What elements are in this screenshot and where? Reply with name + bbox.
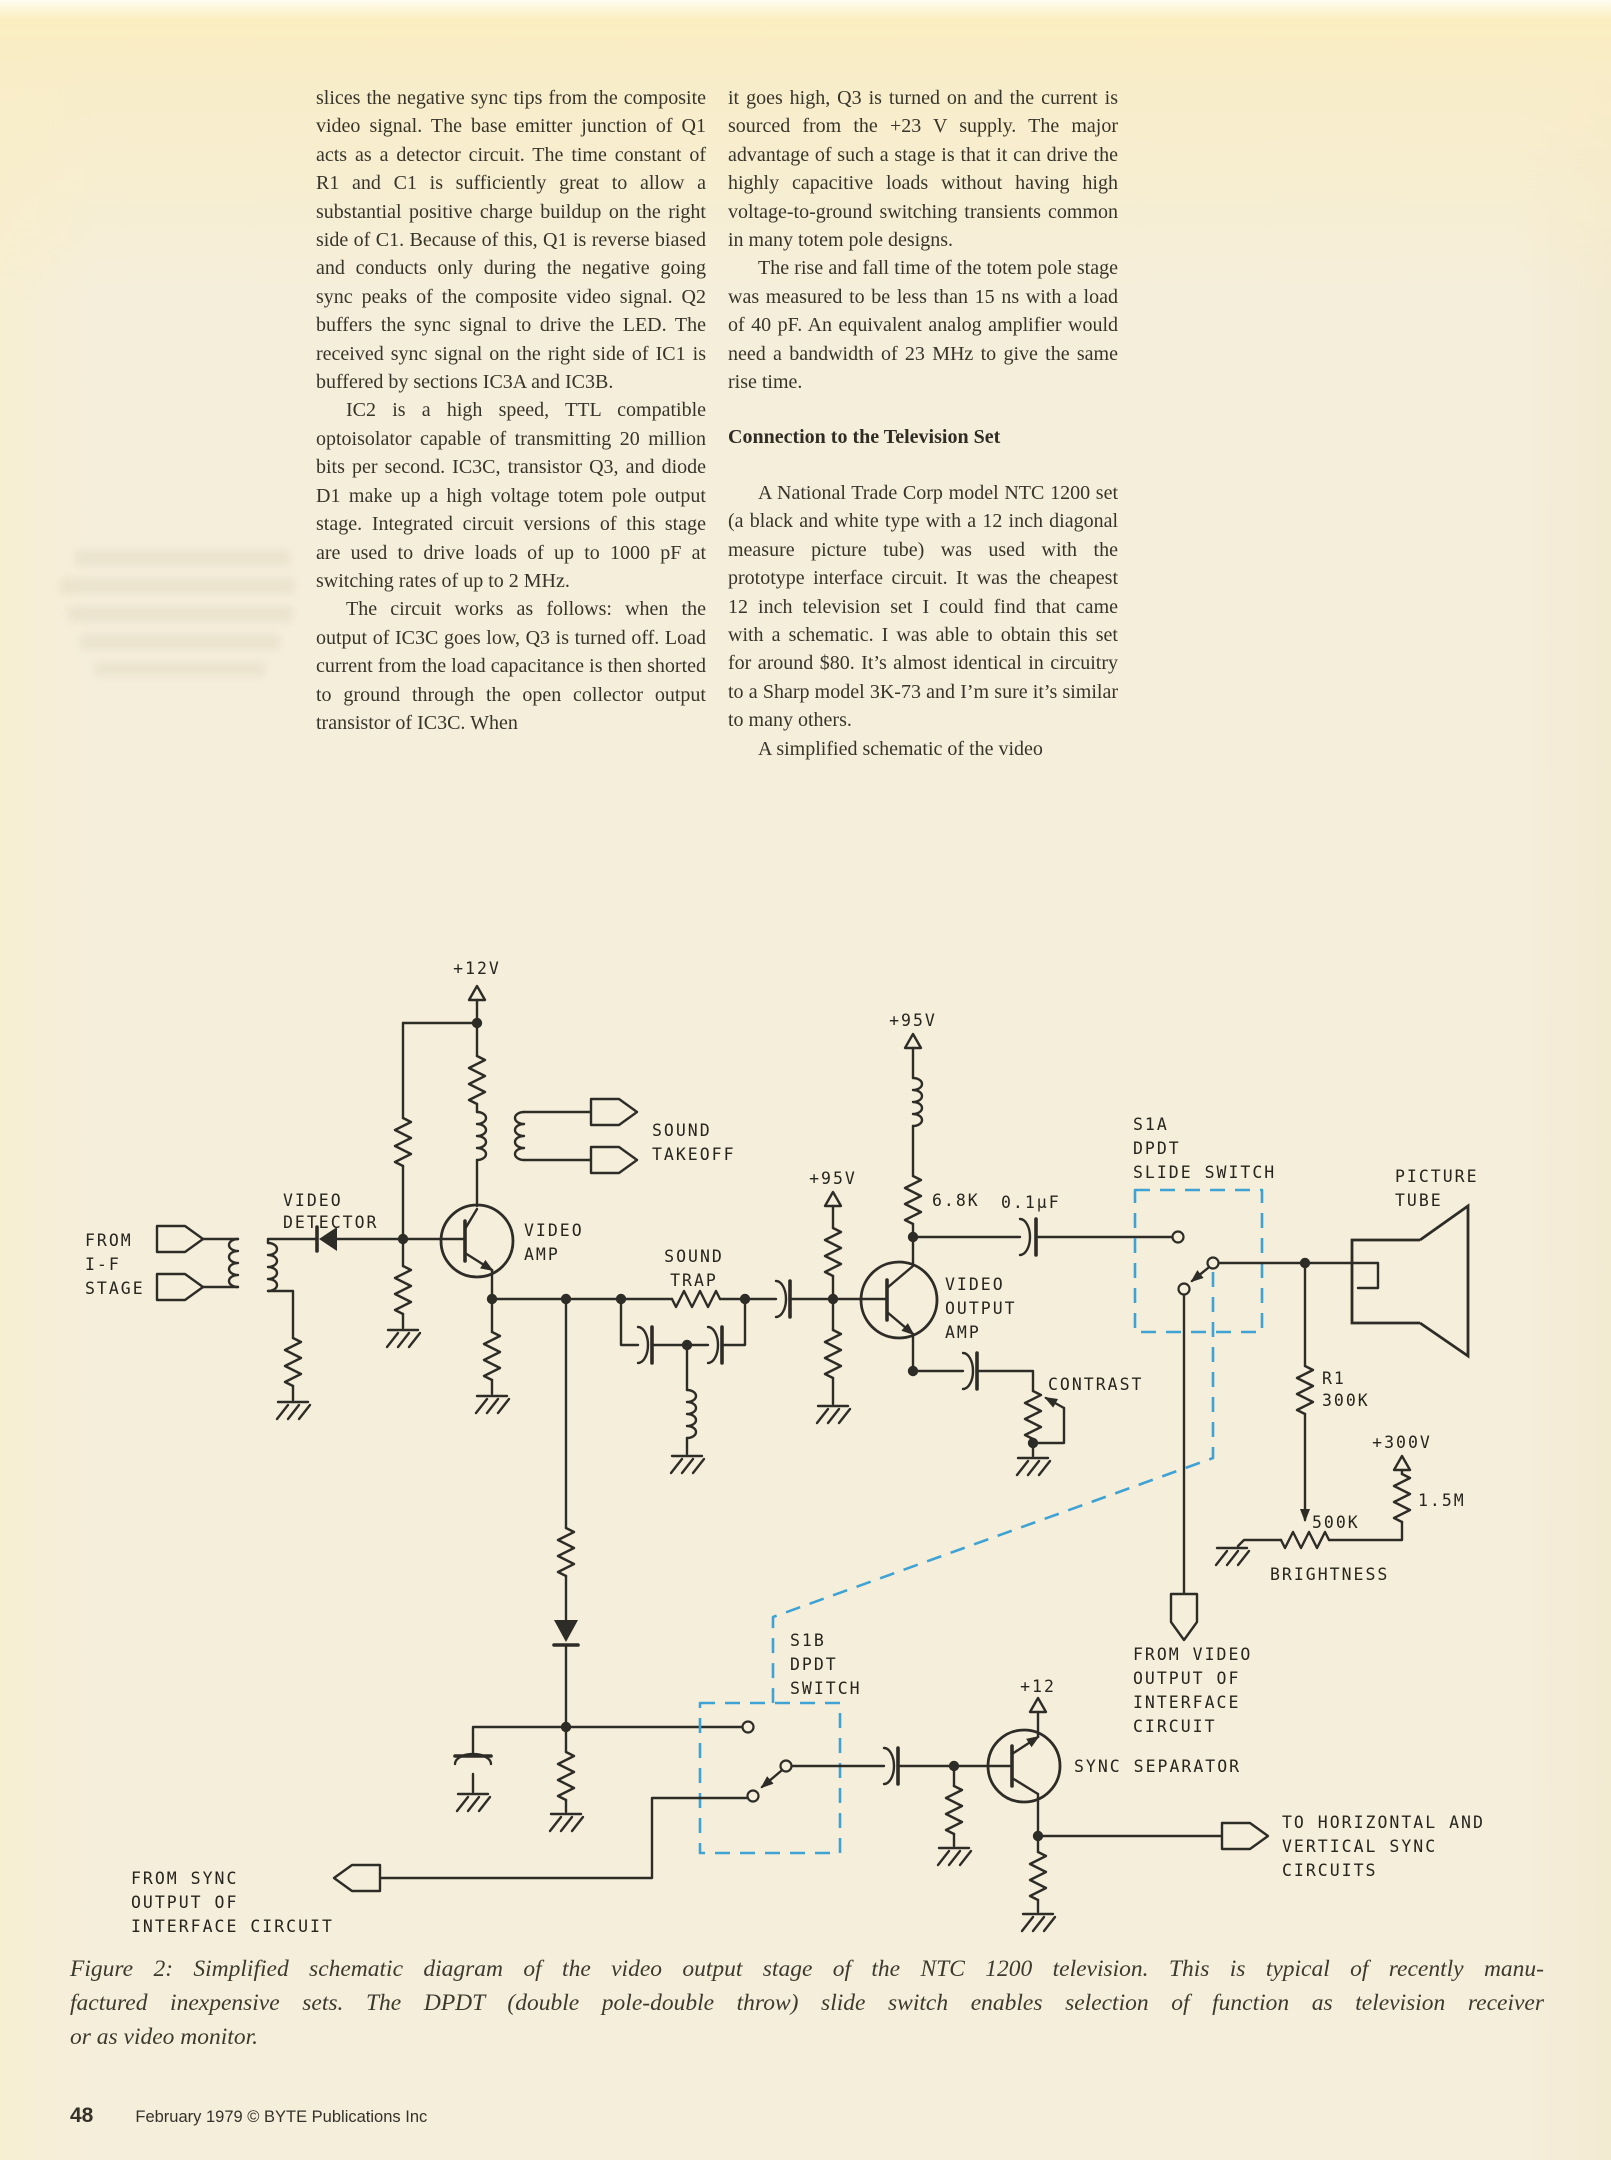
sync-input-connector: FROM SYNC OUTPUT OF INTERFACE CIRCUIT	[131, 1863, 382, 1936]
r1-label: 300K	[1322, 1391, 1370, 1410]
from-video-output-label: CIRCUIT	[1133, 1717, 1217, 1736]
if-input: FROM I-F STAGE	[85, 1224, 240, 1302]
sync-takeoff-branch	[552, 1297, 580, 1733]
r-500k-label: 500K	[1312, 1513, 1360, 1532]
sync-output-connector: TO HORIZONTAL AND VERTICAL SYNC CIRCUITS	[1220, 1813, 1485, 1880]
sound-takeoff-label: SOUND	[652, 1121, 712, 1140]
supply-95v-label: +95V	[889, 1011, 937, 1030]
resistor-6-8k-label: 6.8K	[932, 1191, 980, 1210]
video-detector-label: VIDEO	[283, 1191, 343, 1210]
if-input-arrow	[155, 1272, 205, 1302]
from-sync-output-label: INTERFACE CIRCUIT	[131, 1917, 334, 1936]
output-amp-collector-chain: +95V 6.8K	[889, 1011, 980, 1243]
supply-95v-label: +95V	[809, 1169, 857, 1188]
s1a-slide-switch: S1A DPDT SLIDE SWITCH	[1133, 1115, 1307, 1596]
video-amp-label: AMP	[524, 1245, 560, 1264]
publication-credit: February 1979 © BYTE Publications Inc	[135, 2108, 428, 2126]
video-output-amp-label: OUTPUT	[945, 1299, 1017, 1318]
sound-trap: SOUND TRAP	[486, 1247, 778, 1309]
supply-12v-label: +12V	[453, 959, 501, 978]
sync-output-arrow	[1220, 1821, 1270, 1851]
switch-gang-link	[771, 1272, 1215, 1703]
article-paragraph: A National Trade Corp model NTC 1200 set…	[728, 481, 1118, 732]
article-paragraph: IC2 is a high speed, TTL compatible opto…	[316, 399, 706, 592]
figure-caption-line: or as video monitor.	[70, 2024, 258, 2050]
article-paragraph: it goes high, Q3 is turned on and the cu…	[728, 87, 1118, 252]
article-paragraph: The rise and fall time of the totem pole…	[728, 257, 1118, 394]
picture-tube: PICTURE TUBE	[1299, 1167, 1479, 1359]
sound-trap-label: TRAP	[670, 1271, 718, 1290]
s1a-label: S1A	[1133, 1115, 1169, 1134]
coupling-cap-0-1uf: 0.1µF	[911, 1193, 1174, 1257]
detector-load-resistor	[385, 1237, 422, 1349]
article-paragraph: slices the negative sync tips from the c…	[316, 87, 706, 394]
to-sync-circuits-label: CIRCUITS	[1282, 1861, 1377, 1880]
brightness-label: BRIGHTNESS	[1270, 1565, 1389, 1584]
supply-12-label: +12	[1020, 1677, 1056, 1696]
s1b-label: S1B	[790, 1631, 826, 1650]
sync-separator: +12 SYNC SEPARATOR	[790, 1677, 1241, 1933]
if-input-label: FROM	[85, 1231, 133, 1250]
article-paragraph: The circuit works as follows: when the o…	[316, 598, 706, 734]
video-amp-transistor: VIDEO AMP	[439, 1203, 584, 1301]
r1-label: R1	[1322, 1369, 1346, 1388]
from-video-output-label: FROM VIDEO	[1133, 1645, 1252, 1664]
video-amp-collector-load	[467, 1054, 488, 1208]
video-detector-label: DETECTOR	[283, 1213, 378, 1232]
sound-takeoff-arrow	[589, 1145, 639, 1175]
video-detector-diode: VIDEO DETECTOR	[283, 1191, 467, 1253]
r-1-5m-label: 1.5M	[1418, 1491, 1466, 1510]
sync-separator-label: SYNC SEPARATOR	[1074, 1757, 1241, 1776]
video-output-amp-label: AMP	[945, 1323, 981, 1342]
to-sync-circuits-label: VERTICAL SYNC	[1282, 1837, 1437, 1856]
supply-12v-node: +12V	[401, 959, 501, 1058]
section-heading: Connection to the Television Set	[728, 426, 1001, 449]
from-sync-output-label: OUTPUT OF	[131, 1893, 238, 1912]
sound-trap-bypass	[619, 1297, 747, 1475]
article-right-column: it goes high, Q3 is turned on and the cu…	[728, 84, 1118, 763]
figure-caption-line: factured inexpensive sets. The DPDT (dou…	[70, 1990, 1544, 2016]
picture-tube-label: TUBE	[1395, 1191, 1443, 1210]
sound-takeoff-arrow	[589, 1097, 639, 1127]
supply-300v-label: +300V	[1372, 1433, 1432, 1452]
article-left-column: slices the negative sync tips from the c…	[316, 84, 706, 737]
cap-0-1uf-label: 0.1µF	[1001, 1193, 1061, 1212]
from-sync-output-label: FROM SYNC	[131, 1869, 238, 1888]
video-output-amp-transistor: VIDEO OUTPUT AMP	[859, 1235, 1017, 1373]
from-video-output-label: OUTPUT OF	[1133, 1669, 1240, 1688]
brightness-network: R1 300K +300V 1.5M 500K BRIGHTNESS	[1214, 1261, 1466, 1584]
if-input-arrow	[155, 1224, 205, 1254]
if-transformer	[227, 1237, 319, 1421]
sound-trap-label: SOUND	[664, 1247, 724, 1266]
page-footer: 48 February 1979 © BYTE Publications Inc	[70, 2104, 970, 2128]
s1a-label: SLIDE SWITCH	[1133, 1163, 1276, 1182]
video-input-connector: FROM VIDEO OUTPUT OF INTERFACE CIRCUIT	[1133, 1592, 1252, 1736]
contrast-label: CONTRAST	[1048, 1375, 1143, 1394]
from-video-output-label: INTERFACE	[1133, 1693, 1240, 1712]
output-amp-base-divider: +95V	[809, 1169, 857, 1425]
s1b-switch: S1B DPDT SWITCH	[378, 1631, 862, 1880]
picture-tube-label: PICTURE	[1395, 1167, 1479, 1186]
sound-takeoff: SOUND TAKEOFF	[513, 1097, 736, 1175]
sync-branch-filter	[453, 1725, 744, 1833]
video-input-arrow	[1169, 1592, 1199, 1642]
figure-caption-line: Figure 2: Simplified schematic diagram o…	[70, 1956, 1544, 1982]
video-amp-emitter-resistor	[474, 1297, 511, 1415]
if-input-label: I-F	[85, 1255, 121, 1274]
figure-caption: Figure 2: Simplified schematic diagram o…	[70, 1952, 1544, 2054]
sync-input-arrow	[332, 1863, 382, 1893]
video-amp-label: VIDEO	[524, 1221, 584, 1240]
s1b-label: DPDT	[790, 1655, 838, 1674]
if-input-label: STAGE	[85, 1279, 145, 1298]
contrast-control: CONTRAST	[907, 1351, 1143, 1477]
detector-bias-resistor	[393, 1021, 413, 1241]
video-output-amp-label: VIDEO	[945, 1275, 1005, 1294]
page-number: 48	[70, 2104, 94, 2127]
s1b-label: SWITCH	[790, 1679, 862, 1698]
to-sync-circuits-label: TO HORIZONTAL AND	[1282, 1813, 1485, 1832]
coupling-cap-to-output-amp	[774, 1279, 889, 1319]
article-paragraph: A simplified schematic of the video	[758, 737, 1043, 760]
s1a-label: DPDT	[1133, 1139, 1181, 1158]
sound-takeoff-label: TAKEOFF	[652, 1145, 736, 1164]
